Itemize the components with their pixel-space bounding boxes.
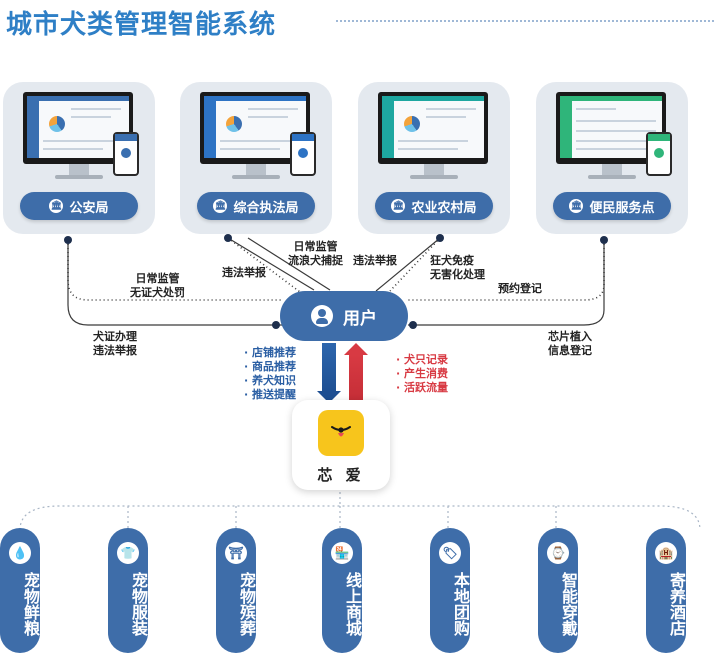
dog-face-icon bbox=[331, 426, 351, 437]
service-label: 宠物服装 bbox=[129, 572, 148, 636]
hotel-icon: 🏨 bbox=[655, 542, 677, 564]
phone-screenshot bbox=[113, 132, 139, 176]
dept-card-agriculture: 🏛 农业农村局 bbox=[358, 82, 510, 234]
flow-label-police-bottom: 犬证办理 违法举报 bbox=[93, 330, 137, 357]
dept-label: 便民服务点 bbox=[589, 200, 655, 216]
dept-card-service: 🏛 便民服务点 bbox=[536, 82, 688, 234]
service-label: 寄养酒店 bbox=[667, 572, 686, 636]
dept-button-enforcement[interactable]: 🏛 综合执法局 bbox=[197, 192, 315, 220]
push-list: · 店铺推荐 · 商品推荐 · 养犬知识 · 推送提醒 bbox=[244, 346, 297, 401]
flow-label-agriculture: 狂犬免疫 无害化处理 bbox=[430, 254, 485, 281]
user-icon bbox=[311, 305, 333, 327]
shop-icon: 🏪 bbox=[331, 542, 353, 564]
building-icon: 🏛 bbox=[49, 199, 64, 213]
dept-card-police: 🏛 公安局 bbox=[3, 82, 155, 234]
flow-label-service-bottom: 芯片植入 信息登记 bbox=[548, 330, 592, 357]
tag-icon: 🏷 bbox=[439, 542, 461, 564]
dept-button-agriculture[interactable]: 🏛 农业农村局 bbox=[375, 192, 493, 220]
service-label: 线上商城 bbox=[343, 572, 362, 636]
service-label: 本地团购 bbox=[451, 572, 470, 636]
flow-label-enforcement-right: 违法举报 bbox=[353, 254, 397, 267]
building-icon: 🏛 bbox=[569, 199, 584, 213]
building-icon: 🏛 bbox=[213, 199, 228, 213]
phone-screenshot bbox=[646, 132, 672, 176]
feedback-list: · 犬只记录 · 产生消费 · 活跃流量 bbox=[396, 353, 449, 394]
service-smart-wearable[interactable]: ⌚ 智能穿戴 bbox=[538, 528, 578, 653]
building-icon: 🏛 bbox=[391, 199, 406, 213]
page-title: 城市犬类管理智能系统 bbox=[6, 10, 277, 40]
arrow-up-to-user bbox=[344, 343, 368, 403]
flow-label-police-top: 日常监管 无证犬处罚 bbox=[130, 272, 185, 299]
dept-label: 农业农村局 bbox=[411, 200, 477, 216]
flow-label-service-top: 预约登记 bbox=[498, 282, 542, 295]
phone-screenshot bbox=[290, 132, 316, 176]
dept-label: 综合执法局 bbox=[233, 200, 299, 216]
dept-button-service[interactable]: 🏛 便民服务点 bbox=[553, 192, 671, 220]
wearable-icon: ⌚ bbox=[547, 542, 569, 564]
monitor-screenshot bbox=[378, 92, 488, 164]
app-name: 芯 爱 bbox=[317, 466, 365, 484]
service-pet-hotel[interactable]: 🏨 寄养酒店 bbox=[646, 528, 686, 653]
app-logo-icon bbox=[318, 410, 364, 456]
app-card[interactable]: 芯 爱 bbox=[292, 400, 390, 490]
service-pet-funeral[interactable]: ⛩ 宠物殡葬 bbox=[216, 528, 256, 653]
service-label: 宠物殡葬 bbox=[237, 572, 256, 636]
dept-button-police[interactable]: 🏛 公安局 bbox=[20, 192, 138, 220]
flow-label-enforcement-left: 违法举报 bbox=[222, 266, 266, 279]
title-divider bbox=[336, 20, 714, 22]
shirt-icon: 👕 bbox=[117, 542, 139, 564]
dept-card-enforcement: 🏛 综合执法局 bbox=[180, 82, 332, 234]
service-label: 宠物鲜粮 bbox=[21, 572, 40, 636]
arrow-down-to-app bbox=[317, 343, 341, 403]
drop-icon: 💧 bbox=[9, 542, 31, 564]
memorial-icon: ⛩ bbox=[225, 542, 247, 564]
service-online-mall[interactable]: 🏪 线上商城 bbox=[322, 528, 362, 653]
service-label: 智能穿戴 bbox=[559, 572, 578, 636]
service-group-buy[interactable]: 🏷 本地团购 bbox=[430, 528, 470, 653]
service-pet-food[interactable]: 💧 宠物鲜粮 bbox=[0, 528, 40, 653]
service-pet-clothing[interactable]: 👕 宠物服装 bbox=[108, 528, 148, 653]
flow-label-enforcement-center: 日常监管 流浪犬捕捉 bbox=[288, 240, 343, 267]
monitor-screenshot bbox=[556, 92, 666, 164]
user-label: 用户 bbox=[343, 308, 377, 329]
user-node[interactable]: 用户 bbox=[280, 291, 408, 341]
dept-label: 公安局 bbox=[69, 200, 109, 216]
